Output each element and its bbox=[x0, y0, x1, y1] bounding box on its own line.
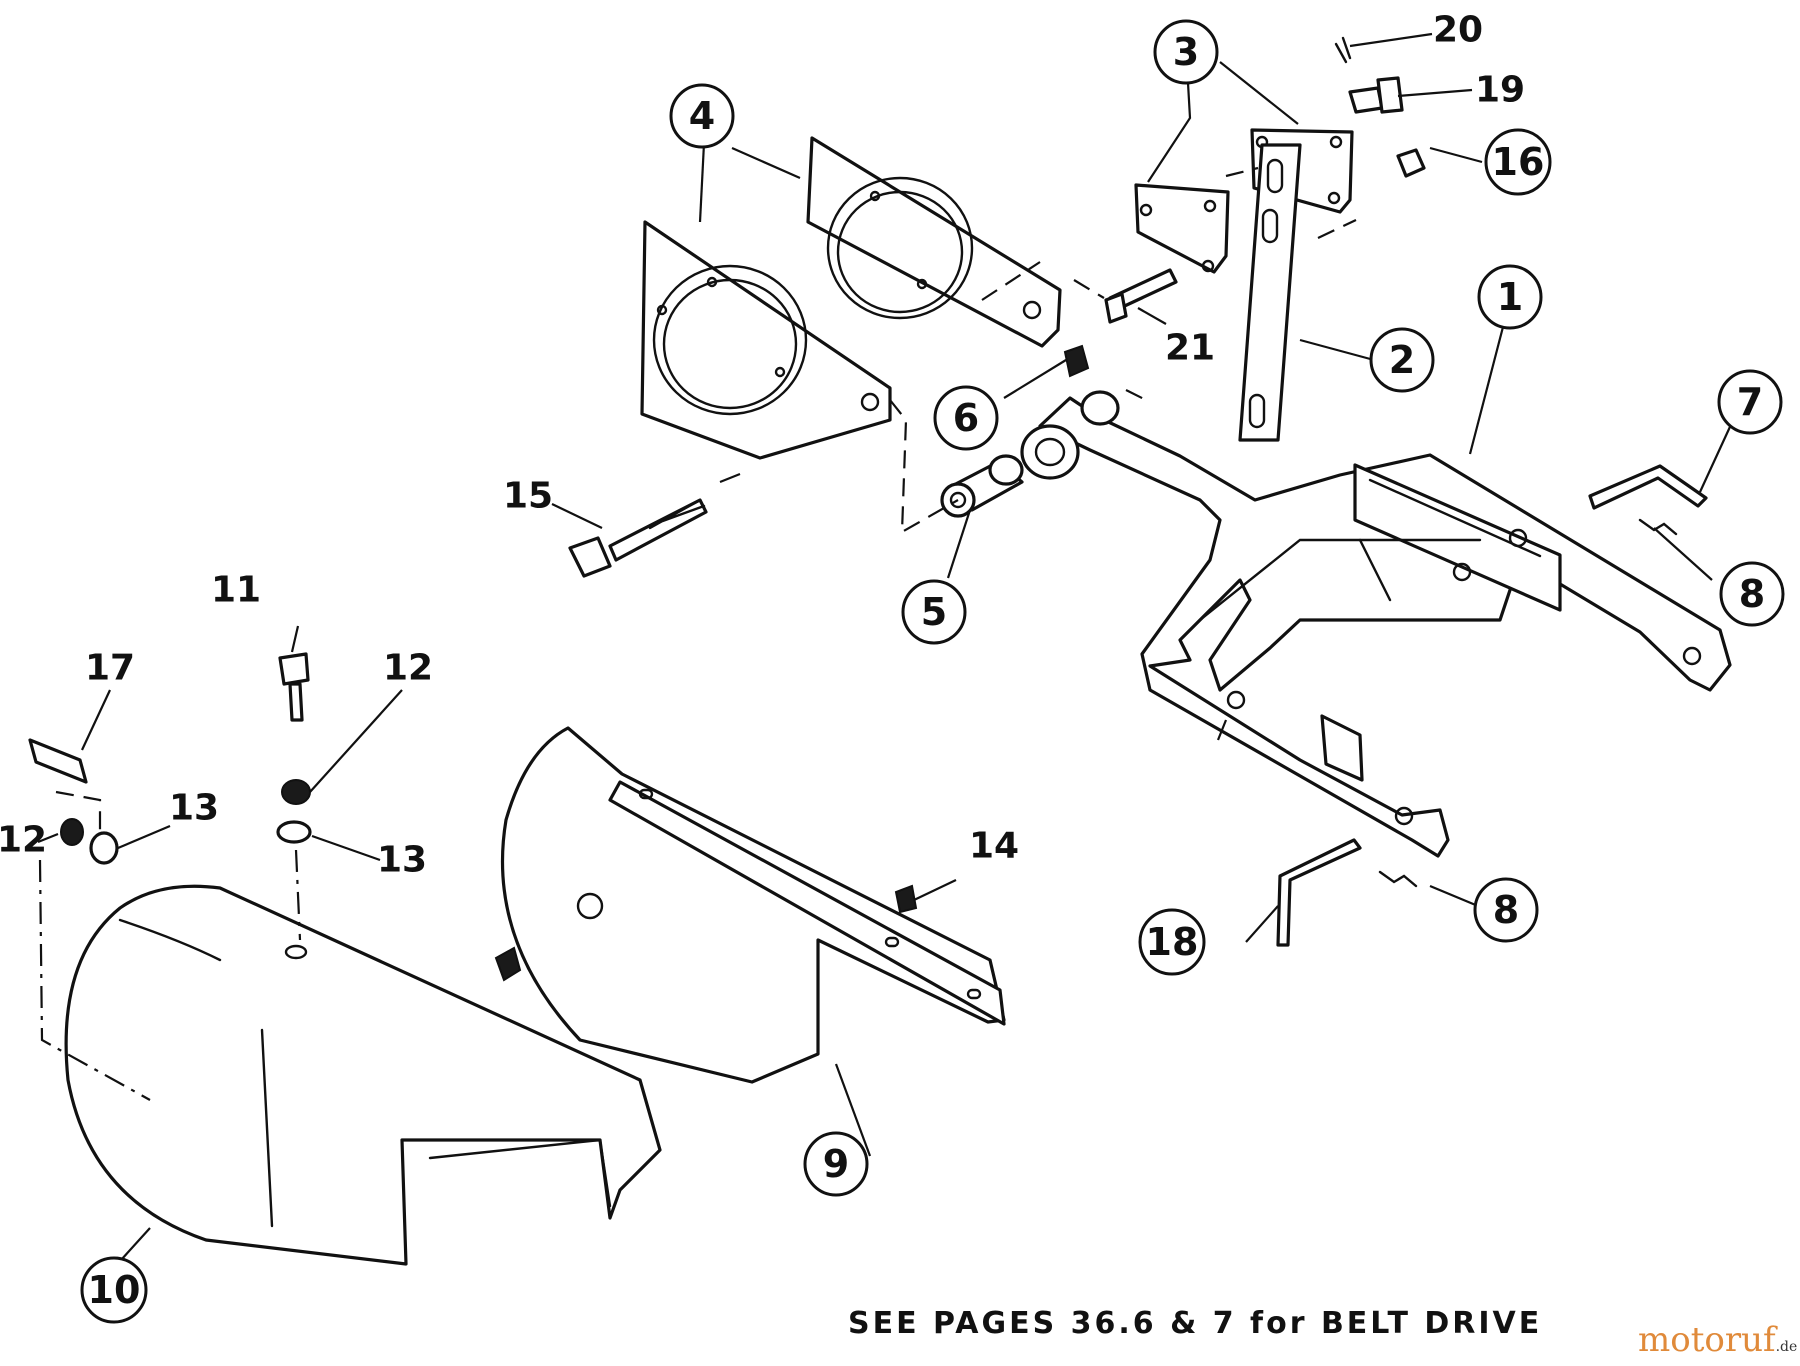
callout-1-text: 1 bbox=[1497, 275, 1523, 319]
callout-18-text: 18 bbox=[1146, 920, 1199, 964]
callout-8-upper: 8 bbox=[1719, 561, 1785, 627]
label-19: 19 bbox=[1475, 70, 1525, 111]
label-14: 14 bbox=[969, 826, 1019, 867]
callout-16-text: 16 bbox=[1492, 140, 1545, 184]
callout-3-text: 3 bbox=[1173, 30, 1199, 74]
callout-9-text: 9 bbox=[823, 1142, 849, 1186]
callout-5: 5 bbox=[901, 579, 967, 645]
callout-7: 7 bbox=[1717, 369, 1783, 435]
callout-16: 16 bbox=[1484, 128, 1552, 196]
callout-9: 9 bbox=[803, 1131, 869, 1197]
watermark-logo: motoruf.de bbox=[1638, 1320, 1797, 1360]
callout-7-text: 7 bbox=[1737, 380, 1763, 424]
footer-note: SEE PAGES 36.6 & 7 for BELT DRIVE bbox=[848, 1306, 1543, 1341]
label-20: 20 bbox=[1433, 10, 1483, 51]
part-4-mounting-plates bbox=[640, 136, 1062, 460]
label-12-lower: 12 bbox=[0, 820, 47, 861]
part-15-bolt bbox=[568, 498, 708, 578]
callout-18: 18 bbox=[1138, 908, 1206, 976]
part-10-outer-guard bbox=[64, 884, 662, 1266]
callout-10: 10 bbox=[80, 1256, 148, 1324]
callout-6: 6 bbox=[933, 385, 999, 451]
part-5-spacer bbox=[940, 454, 1024, 518]
callout-4: 4 bbox=[669, 83, 735, 149]
callout-8-upper-text: 8 bbox=[1739, 572, 1765, 616]
part-9-inner-guard bbox=[494, 726, 1006, 1084]
watermark-suffix: .de bbox=[1775, 1339, 1798, 1355]
callout-6-text: 6 bbox=[953, 396, 979, 440]
part-2-slotted-bar bbox=[1238, 143, 1302, 442]
pins-and-clips bbox=[1276, 464, 1708, 947]
part-6-fitting bbox=[1063, 344, 1090, 378]
label-12-upper: 12 bbox=[383, 648, 433, 689]
callout-8-lower: 8 bbox=[1473, 877, 1539, 943]
callout-1: 1 bbox=[1477, 264, 1543, 330]
label-11: 11 bbox=[211, 570, 261, 611]
callout-2: 2 bbox=[1369, 327, 1435, 393]
callout-4-text: 4 bbox=[689, 94, 715, 138]
callout-10-text: 10 bbox=[88, 1268, 141, 1312]
callout-2-text: 2 bbox=[1389, 338, 1415, 382]
label-17: 17 bbox=[85, 648, 135, 689]
watermark-brand: motoruf bbox=[1638, 1320, 1776, 1360]
callout-3: 3 bbox=[1153, 19, 1219, 85]
part-1-hitch-frame bbox=[1020, 390, 1732, 858]
callout-5-text: 5 bbox=[921, 590, 947, 634]
label-13-left: 13 bbox=[169, 788, 219, 829]
hardware-left bbox=[28, 652, 312, 865]
alignment-lines bbox=[38, 166, 1357, 1101]
callout-8-lower-text: 8 bbox=[1493, 888, 1519, 932]
fasteners-upper bbox=[1104, 36, 1426, 324]
label-21: 21 bbox=[1165, 328, 1215, 369]
label-13-right: 13 bbox=[377, 840, 427, 881]
label-15: 15 bbox=[503, 476, 553, 517]
